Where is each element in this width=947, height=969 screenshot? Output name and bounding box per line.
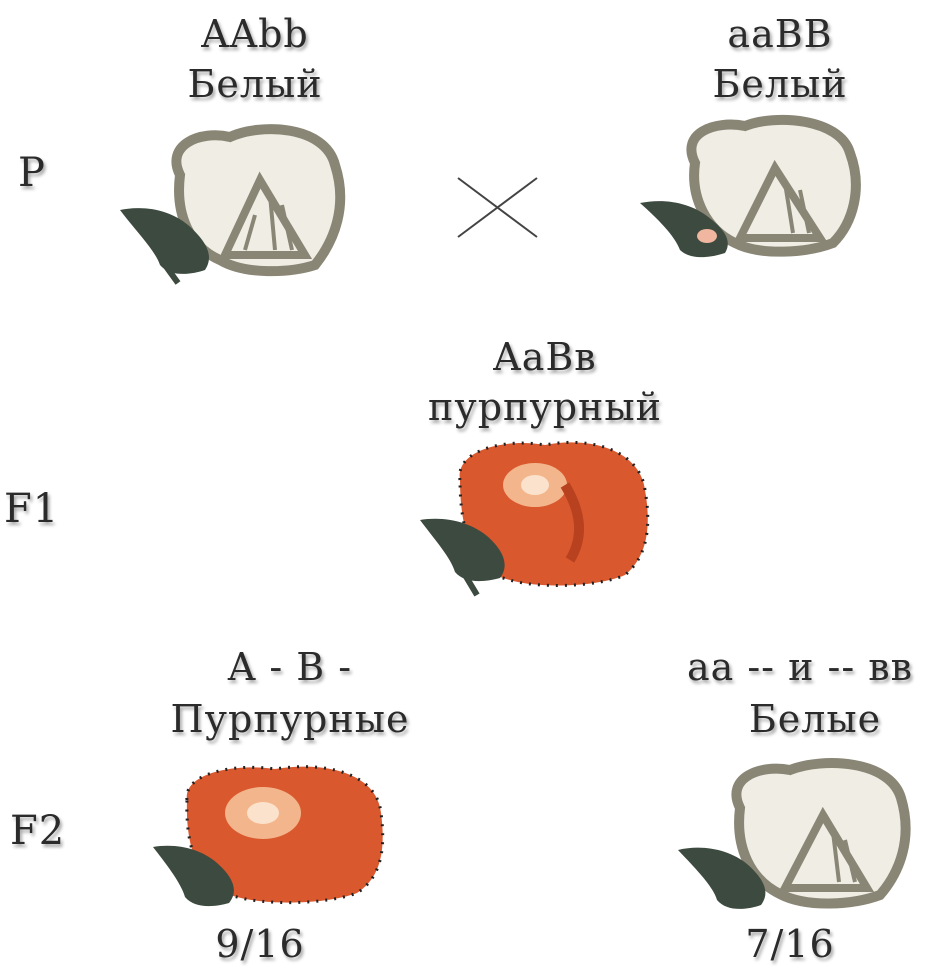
parent-right-genotype: aaBB — [727, 12, 832, 56]
parent-left-phenotype: Белый — [187, 62, 322, 106]
f2-right-genotype: aa -- и -- вв — [687, 645, 913, 689]
generation-f1-label: F1 — [4, 486, 59, 532]
purple-flower-icon — [145, 765, 390, 925]
purple-flower-icon — [415, 440, 655, 605]
f2-right-ratio: 7/16 — [745, 922, 834, 966]
f1-phenotype: пурпурный — [428, 385, 662, 429]
generation-f2-label: F2 — [10, 808, 65, 854]
f2-right-phenotype: Белые — [749, 697, 881, 741]
generation-p-label: P — [18, 150, 46, 196]
white-flower-icon — [635, 118, 885, 268]
f1-genotype: AaBв — [493, 335, 596, 379]
f2-left-ratio: 9/16 — [215, 922, 304, 966]
white-flower-icon — [110, 125, 360, 290]
white-flower-icon — [675, 760, 925, 925]
f2-left-phenotype: Пурпурные — [171, 697, 410, 741]
cross-icon — [455, 175, 540, 240]
f2-left-genotype: A - B - — [228, 645, 352, 689]
parent-left-genotype: AAbb — [201, 12, 309, 56]
parent-right-phenotype: Белый — [712, 62, 847, 106]
